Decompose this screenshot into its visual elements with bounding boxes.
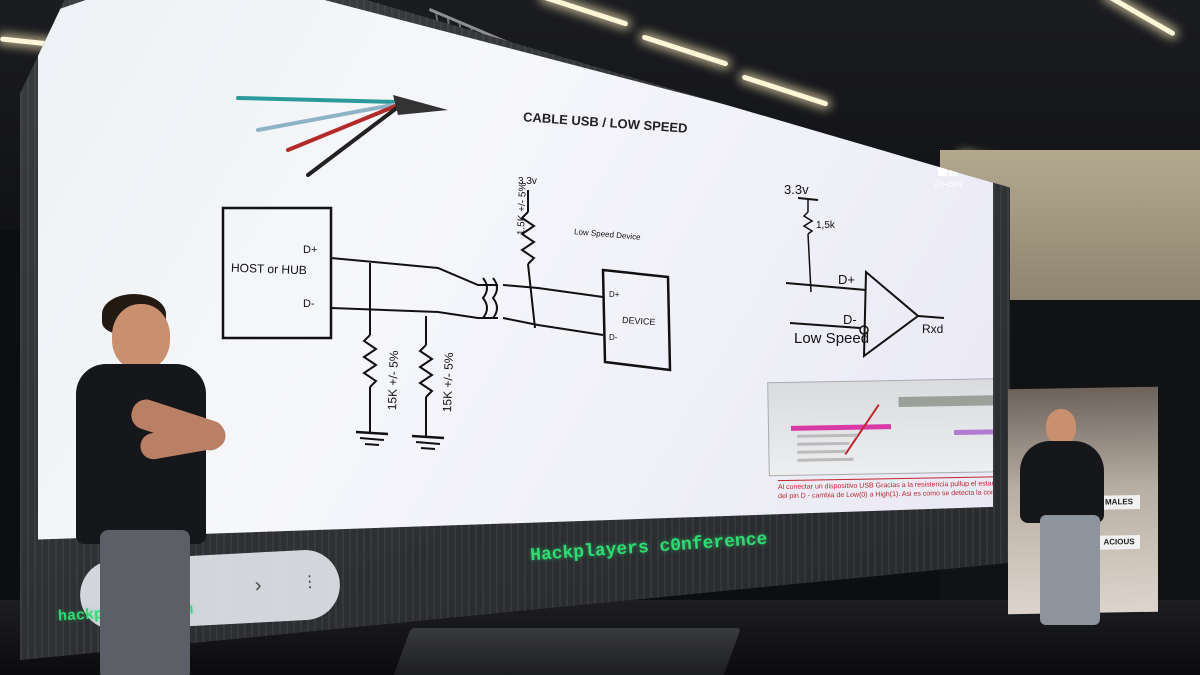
pulldown-resistor — [362, 334, 378, 388]
logic-row-label — [797, 449, 846, 454]
jeans — [100, 530, 190, 675]
pullup-voltage-label: 3.3v — [518, 176, 537, 187]
pulldown-2-label: 15K +/- 5% — [440, 352, 457, 413]
jeans — [1040, 515, 1100, 625]
host-label: HOST or HUB — [230, 260, 308, 278]
device-dm-label: D- — [609, 333, 618, 342]
pullup-resistor — [520, 211, 536, 265]
head — [1046, 409, 1076, 445]
right-voltage-label: 3.3v — [784, 182, 809, 197]
logic-row-label — [797, 433, 858, 438]
rxd-label: Rxd — [922, 322, 944, 336]
logo-text: 2h-c0n — [934, 179, 962, 189]
right-dm-label: D- — [843, 312, 857, 327]
comparator-triangle — [862, 269, 920, 359]
logic-row-label — [797, 457, 854, 462]
cable-coil — [481, 277, 488, 319]
head — [112, 304, 170, 370]
next-arrow-icon[interactable]: › — [254, 574, 263, 597]
host-dp-label: D+ — [303, 244, 318, 256]
right-resistor-label: 1,5k — [816, 220, 835, 231]
right-dp-label: D+ — [838, 272, 855, 287]
pulldown-resistor — [418, 344, 434, 398]
device-box — [601, 268, 672, 372]
t-shirt — [1020, 441, 1104, 523]
stage-monitor — [389, 628, 741, 675]
logic-row-label — [797, 441, 850, 446]
logic-trace — [790, 424, 892, 431]
t-shirt — [76, 364, 206, 544]
pullup-value-label: 1.5K +/- 5% — [516, 182, 529, 236]
slide-caption: Al conectar un dispositivo USB Gracias a… — [777, 475, 993, 502]
speaker-left — [70, 290, 240, 675]
speaker-right — [1010, 405, 1120, 635]
usb-schematic — [221, 95, 945, 450]
low-speed-label: Low Speed — [794, 330, 870, 347]
comparator-resistor — [802, 211, 814, 235]
usb-cable-icon — [236, 95, 448, 177]
logic-analyzer-capture — [767, 377, 993, 477]
pulldown-1-label: 15K +/- 5% — [385, 350, 402, 411]
host-box — [221, 206, 333, 340]
device-dp-label: D+ — [609, 290, 620, 299]
host-dm-label: D- — [303, 298, 315, 310]
more-options-icon[interactable]: ⋮ — [301, 573, 319, 592]
